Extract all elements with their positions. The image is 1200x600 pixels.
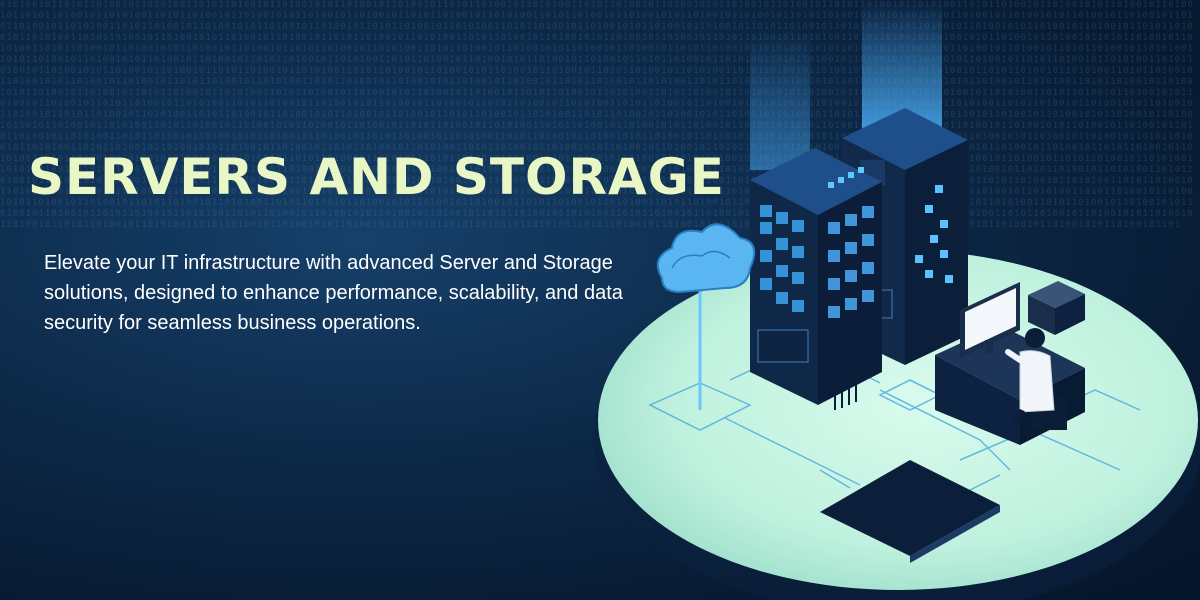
computer-tower	[1028, 281, 1085, 335]
server-rack-icon	[750, 148, 882, 410]
platform	[593, 250, 1200, 600]
hero-title: SERVERS AND STORAGE	[28, 148, 725, 206]
monitor-icon	[960, 282, 1020, 358]
servers-illustration	[593, 0, 1200, 600]
cloud-icon	[656, 223, 756, 410]
hatch-icon	[820, 460, 1000, 563]
hero-description: Elevate your IT infrastructure with adva…	[44, 252, 623, 334]
light-beam	[750, 30, 810, 170]
person-at-desk-icon	[1005, 328, 1067, 430]
light-beam	[862, 0, 942, 130]
workstation	[935, 281, 1085, 445]
